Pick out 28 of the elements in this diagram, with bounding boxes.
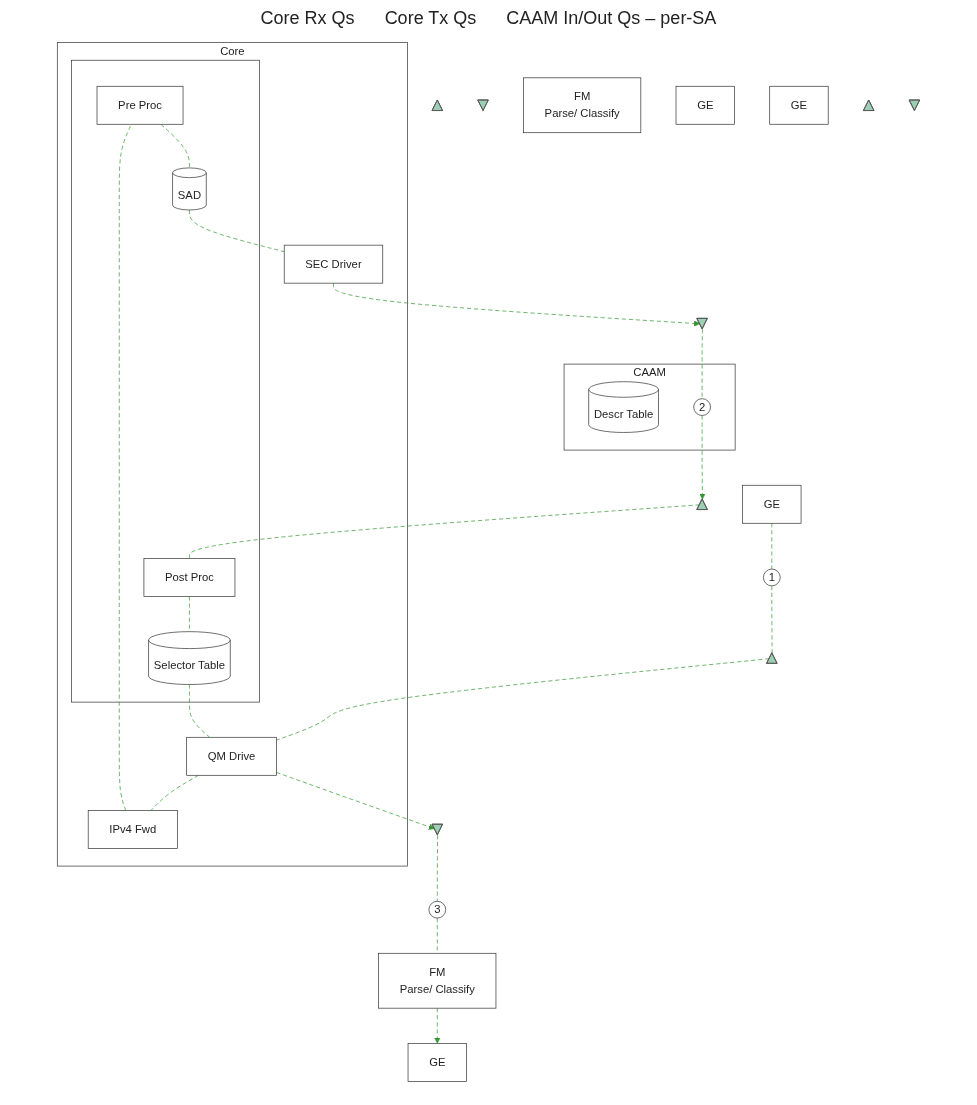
connector	[189, 596, 190, 632]
node-box: FM Parse/ Classify	[523, 77, 642, 134]
queue-label: CAAM In/Out Qs – per-SA	[506, 8, 717, 29]
node-box: GE	[675, 85, 735, 125]
node-circle: 1	[763, 568, 781, 587]
node-circle: 2	[693, 398, 711, 416]
connector	[771, 585, 773, 654]
connector	[771, 522, 773, 570]
node-box: GE	[742, 484, 802, 524]
connector	[436, 917, 438, 954]
node-box: QM Drive	[186, 736, 277, 776]
queue-label: Core Rx Qs	[260, 8, 355, 29]
node-box: Pre Proc	[96, 85, 184, 125]
connector	[276, 658, 770, 741]
connector	[189, 209, 285, 252]
node-box: GE	[407, 1043, 467, 1082]
connector	[160, 123, 190, 169]
node-box: Post Proc	[143, 558, 236, 597]
queue-label: Core Tx Qs	[384, 8, 477, 29]
cluster	[71, 59, 260, 703]
connector	[436, 834, 438, 902]
node-box: FM Parse/ Classify	[378, 952, 497, 1009]
connector	[189, 504, 701, 559]
node-circle: 3	[428, 900, 447, 919]
node-box: SEC Driver	[283, 244, 384, 284]
node-box: GE	[769, 85, 829, 125]
node-box: IPv4 Fwd	[87, 810, 178, 849]
connector	[150, 774, 199, 811]
